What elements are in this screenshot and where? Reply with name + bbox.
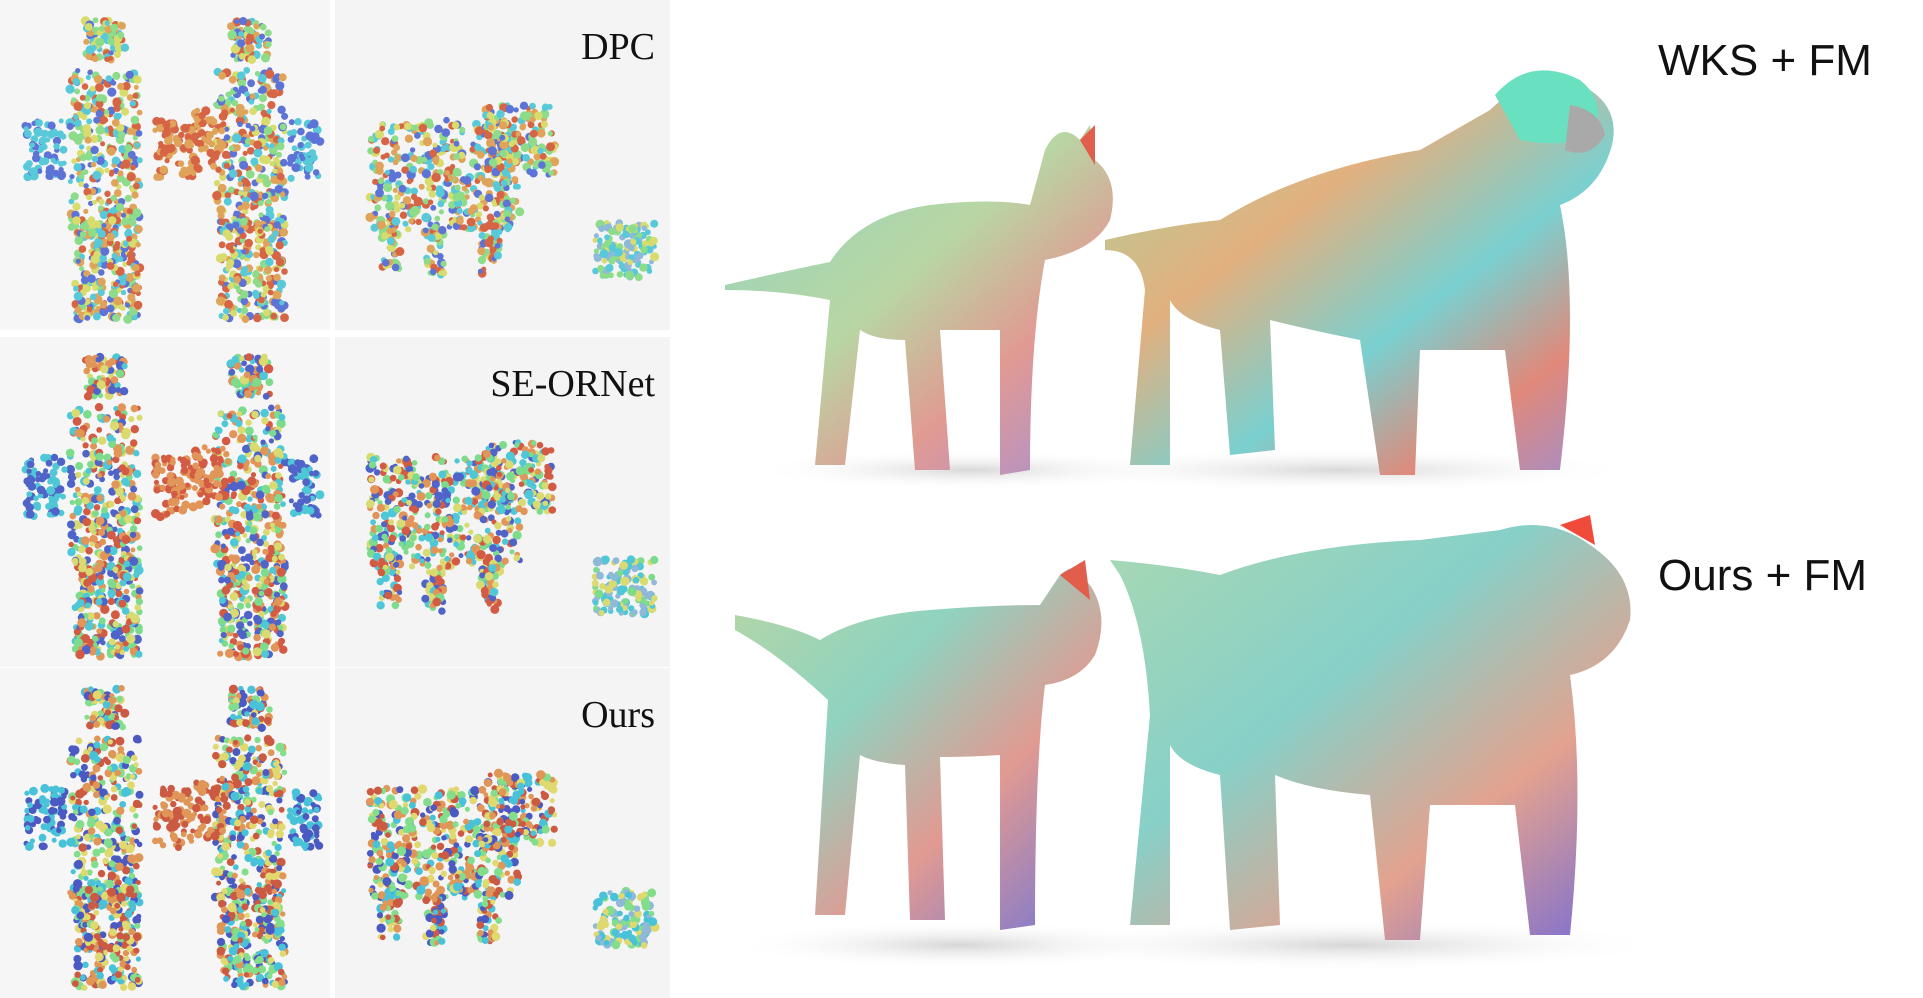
wks-fm-panel — [700, 0, 1730, 495]
human-pointcloud-left — [23, 684, 197, 991]
row-label: DPC — [581, 26, 655, 68]
human-pointclouds-panel — [0, 0, 330, 330]
human-pointcloud-right — [190, 17, 325, 324]
human-pointcloud-right — [191, 353, 325, 662]
tiger-mesh — [1105, 70, 1614, 475]
dog-pointcloud — [592, 886, 660, 950]
tiger-mesh — [1110, 515, 1631, 940]
cat-mesh — [735, 560, 1102, 930]
dog-pointcloud — [591, 555, 659, 619]
row-label-ours-fm: Ours + FM — [1658, 551, 1868, 600]
cat-mesh — [725, 125, 1113, 475]
row-label-wks-fm: WKS + FM — [1658, 36, 1872, 85]
animal-pointclouds-panel — [335, 668, 670, 998]
animal-pointclouds-panel — [335, 337, 670, 667]
human-pointclouds-panel — [0, 337, 330, 667]
dog-pointcloud — [592, 219, 660, 282]
ours-fm-panel — [700, 505, 1730, 996]
row-label: Ours — [581, 694, 655, 736]
human-pointclouds-panel — [0, 668, 330, 998]
human-pointcloud-right — [192, 684, 324, 991]
cow-pointcloud — [365, 768, 558, 947]
cow-pointcloud — [365, 439, 557, 615]
animal-pointclouds-panel — [335, 0, 670, 330]
cow-pointcloud — [365, 101, 560, 279]
row-label: SE-ORNet — [490, 363, 655, 405]
human-pointcloud-left — [21, 352, 200, 661]
human-pointcloud-left — [21, 16, 199, 324]
